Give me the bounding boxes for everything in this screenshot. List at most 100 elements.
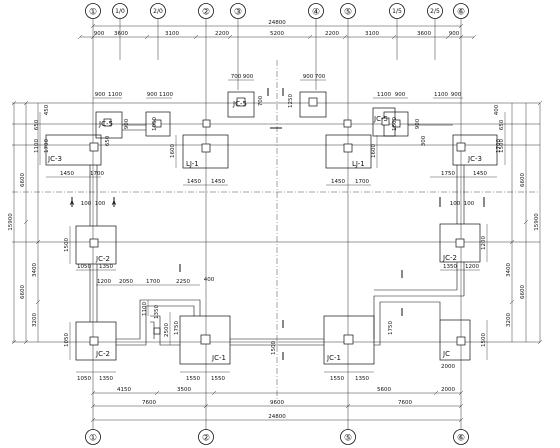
lj1-right-pad bbox=[325, 134, 372, 169]
local-dim: 1450 bbox=[187, 179, 201, 185]
local-dim: 400 bbox=[204, 277, 215, 283]
local-dim: 1700 bbox=[90, 171, 104, 177]
right-inner-dim-1: 3400 bbox=[506, 263, 512, 277]
local-dim: 1050 bbox=[77, 264, 91, 270]
local-dim: 900 bbox=[243, 74, 254, 80]
top-dim-4: 2200 bbox=[215, 31, 229, 37]
axis-label-top-3: ③ bbox=[234, 8, 242, 18]
jc1-right-pad bbox=[323, 315, 375, 365]
column-10 bbox=[381, 117, 390, 126]
axis-label-bottom-6: ⑥ bbox=[457, 434, 465, 444]
column-1 bbox=[103, 118, 112, 127]
right-inner-dim-2: 3200 bbox=[506, 313, 512, 327]
bottom-dim-7600-left: 7600 bbox=[142, 400, 156, 406]
local-dim: 1050 bbox=[77, 376, 91, 382]
local-dim: 1250 bbox=[288, 94, 294, 108]
column-18 bbox=[456, 336, 466, 346]
local-dim: 1450 bbox=[60, 171, 74, 177]
label-jc3-right: JC-3 bbox=[467, 155, 482, 163]
bottom-dim-7600-right: 7600 bbox=[398, 400, 412, 406]
column-8 bbox=[343, 143, 353, 153]
local-dim: 900 bbox=[395, 92, 406, 98]
left-inner-dim-1: 3400 bbox=[32, 263, 38, 277]
top-dim-2: 3600 bbox=[114, 31, 128, 37]
column-12 bbox=[89, 142, 99, 152]
local-dim: 900 bbox=[124, 118, 130, 129]
local-dim: 650 bbox=[105, 135, 111, 146]
small-pad-left bbox=[145, 111, 171, 137]
label-lj1-right: LJ-1 bbox=[352, 160, 365, 168]
local-dim: 1500 bbox=[481, 333, 487, 347]
local-dim: 100 bbox=[81, 201, 92, 207]
local-dim: 1600 bbox=[371, 144, 377, 158]
local-dim: 1350 bbox=[355, 376, 369, 382]
local-dim: 700 bbox=[231, 74, 242, 80]
local-dim: 900 bbox=[415, 118, 421, 129]
top-dim-1: 900 bbox=[94, 31, 105, 37]
jc3-left-pad bbox=[45, 134, 102, 166]
local-dim: 1200 bbox=[481, 236, 487, 250]
local-dim: 1200 bbox=[97, 279, 111, 285]
axis-label-bottom-2: ② bbox=[202, 434, 210, 444]
label-jc5-mid: JC-5 bbox=[232, 100, 247, 108]
bottom-dimension-lines bbox=[90, 390, 464, 423]
top-overall-dim: 24800 bbox=[268, 20, 286, 26]
local-dim: 100 bbox=[464, 201, 475, 207]
local-dim: 700 bbox=[315, 74, 326, 80]
local-dim: 650 bbox=[34, 119, 40, 130]
local-dim: 1750 bbox=[174, 321, 180, 335]
local-dim: 1700 bbox=[496, 139, 502, 153]
local-dimension-text: 900 1100 900 1100 700 900 900 700 1100 9… bbox=[34, 74, 505, 382]
foundation-pads bbox=[45, 91, 498, 365]
axis-label-bottom-1: ① bbox=[89, 434, 97, 444]
local-dim: 650 bbox=[499, 119, 505, 130]
local-dim: 1100 bbox=[377, 92, 391, 98]
column-11 bbox=[456, 142, 466, 152]
column-16 bbox=[200, 334, 211, 345]
axis-label-top-5: ⑤ bbox=[344, 8, 352, 18]
column-14 bbox=[455, 238, 465, 248]
bottom-overall-dim: 24800 bbox=[268, 414, 286, 420]
local-dim: 100 bbox=[450, 201, 461, 207]
jc1-left-pad bbox=[179, 315, 231, 365]
center-dashed-lines bbox=[12, 60, 540, 400]
axis-label-top-2-0: 2/0 bbox=[153, 8, 163, 15]
local-dim: 1600 bbox=[392, 117, 398, 131]
column-19 bbox=[153, 327, 161, 335]
label-lj1-left: LJ-1 bbox=[186, 160, 199, 168]
local-dim: 1550 bbox=[211, 376, 225, 382]
local-dim: 1050 bbox=[64, 333, 70, 347]
local-dim: 1100 bbox=[434, 92, 448, 98]
bottom-dim-2000: 2000 bbox=[441, 387, 455, 393]
jc3-right-pad bbox=[452, 134, 498, 166]
top-dim-3: 3100 bbox=[165, 31, 179, 37]
top-dim-9: 900 bbox=[449, 31, 460, 37]
axis-lines bbox=[12, 18, 540, 430]
bottom-axis-labels: ① ② ⑤ ⑥ bbox=[89, 434, 465, 444]
local-dim: 1450 bbox=[211, 179, 225, 185]
axis-label-top-2: ② bbox=[202, 8, 210, 18]
local-dim: 1700 bbox=[44, 139, 50, 153]
jc2-left-lower-pad bbox=[75, 321, 117, 361]
local-dim: 1500 bbox=[64, 238, 70, 252]
top-dim-5: 5200 bbox=[270, 31, 284, 37]
local-dim: 300 bbox=[421, 135, 427, 146]
right-outer-dim-2: 6600 bbox=[520, 285, 526, 299]
label-jc-partial: JC bbox=[442, 350, 450, 358]
left-overall-dim: 15900 bbox=[8, 213, 14, 231]
axis-label-bottom-5: ⑤ bbox=[344, 434, 352, 444]
local-dim: 1750 bbox=[388, 321, 394, 335]
top-dimension-text: 24800 900 3600 3100 2200 5200 2200 3100 … bbox=[94, 20, 460, 37]
local-dim: 2050 bbox=[119, 279, 133, 285]
column-17 bbox=[343, 334, 354, 345]
local-dim: 1350 bbox=[99, 376, 113, 382]
local-dim: 1350 bbox=[154, 305, 160, 319]
local-dim: 1550 bbox=[330, 376, 344, 382]
local-dim: 1450 bbox=[331, 179, 345, 185]
local-dim: 1550 bbox=[186, 376, 200, 382]
label-jc2-left-upper: JC-2 bbox=[95, 255, 110, 263]
column-4 bbox=[201, 143, 211, 153]
local-dim: 1100 bbox=[34, 139, 40, 153]
local-dim: 400 bbox=[494, 104, 500, 115]
